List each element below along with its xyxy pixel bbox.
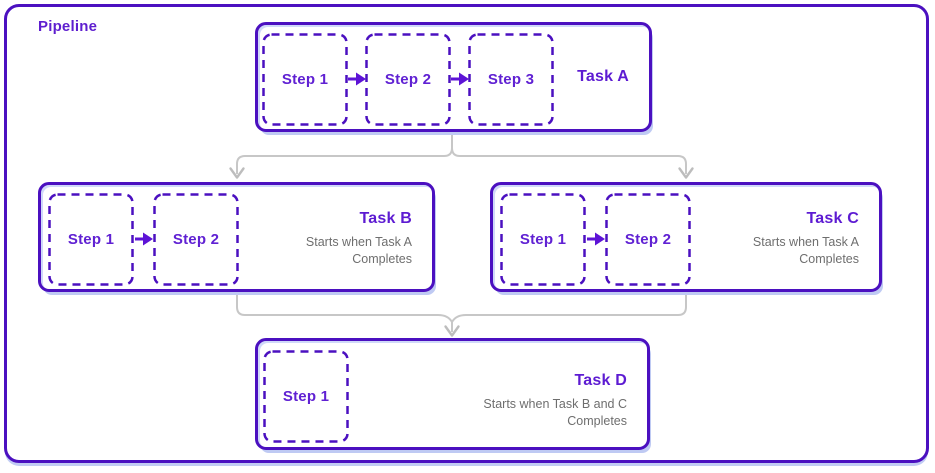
step-label: Step 1: [519, 231, 567, 248]
edge-merge-to-task-d: [444, 320, 460, 337]
step-box: Step 1: [48, 193, 134, 286]
step-label: Step 2: [172, 231, 220, 248]
step-label: Step 1: [67, 231, 115, 248]
step-arrow-icon: [348, 72, 366, 86]
step-arrow-icon: [587, 232, 605, 246]
task-subtitle: Starts when Task A Completes: [305, 235, 412, 266]
step-box: Step 2: [605, 193, 691, 286]
step-box: Step 2: [153, 193, 239, 286]
step-box: Step 1: [500, 193, 586, 286]
edge-task-a-to-task-b: [229, 132, 453, 179]
step-box: Step 1: [263, 350, 349, 443]
pipeline-frame: [4, 4, 929, 463]
task-title: Task D: [574, 372, 627, 389]
task-title: Task B: [359, 210, 412, 227]
step-label: Step 1: [281, 71, 329, 88]
edge-task-a-to-task-c: [451, 132, 694, 179]
down-arrow-icon: [229, 167, 245, 179]
task-title: Task A: [577, 68, 629, 85]
task-subtitle: Starts when Task B and C Completes: [483, 397, 627, 428]
step-label: Step 3: [487, 71, 535, 88]
task-node-b: Step 1 Step 2 Task B Starts when Task A …: [38, 182, 435, 292]
step-arrow-icon: [451, 72, 469, 86]
edge-task-b-to-task-d: [236, 293, 453, 323]
down-arrow-icon: [678, 167, 694, 179]
step-label: Step 2: [624, 231, 672, 248]
step-box: Step 2: [365, 33, 451, 126]
down-arrow-icon: [444, 325, 460, 337]
edge-task-c-to-task-d: [451, 293, 687, 323]
task-title: Task C: [806, 210, 859, 227]
step-box: Step 3: [468, 33, 554, 126]
step-box: Step 1: [262, 33, 348, 126]
pipeline-title: Pipeline: [38, 18, 98, 35]
task-node-a: Step 1 Step 2 Step 3 Task A: [255, 22, 652, 132]
step-label: Step 1: [282, 388, 330, 405]
step-label: Step 2: [384, 71, 432, 88]
task-node-d: Step 1 Task D Starts when Task B and C C…: [255, 338, 650, 450]
task-subtitle: Starts when Task A Completes: [752, 235, 859, 266]
step-arrow-icon: [135, 232, 153, 246]
task-node-c: Step 1 Step 2 Task C Starts when Task A …: [490, 182, 882, 292]
